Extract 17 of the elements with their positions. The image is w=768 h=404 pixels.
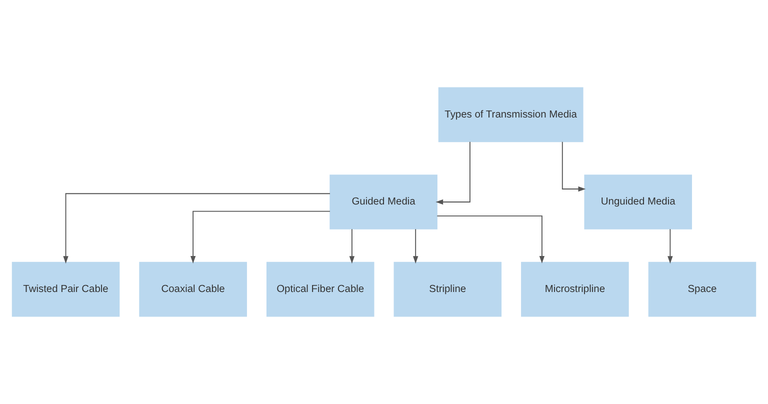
arrow — [190, 210, 330, 264]
node-box: Stripline — [394, 262, 502, 317]
node-box: Types of Transmission Media — [438, 87, 584, 142]
arrow — [436, 215, 545, 264]
node-box: Unguided Media — [584, 174, 692, 230]
node-box: Guided Media — [330, 174, 438, 230]
arrow — [562, 141, 586, 192]
node-box: Optical Fiber Cable — [266, 262, 374, 317]
node-box: Space — [648, 262, 756, 317]
arrow — [668, 228, 673, 264]
node-box: Twisted Pair Cable — [12, 262, 120, 317]
arrow — [412, 228, 418, 264]
node-box: Microstripline — [521, 262, 629, 317]
arrow — [349, 228, 355, 264]
arrow — [63, 193, 330, 264]
node-box: Coaxial Cable — [139, 262, 247, 317]
arrow — [436, 141, 470, 205]
